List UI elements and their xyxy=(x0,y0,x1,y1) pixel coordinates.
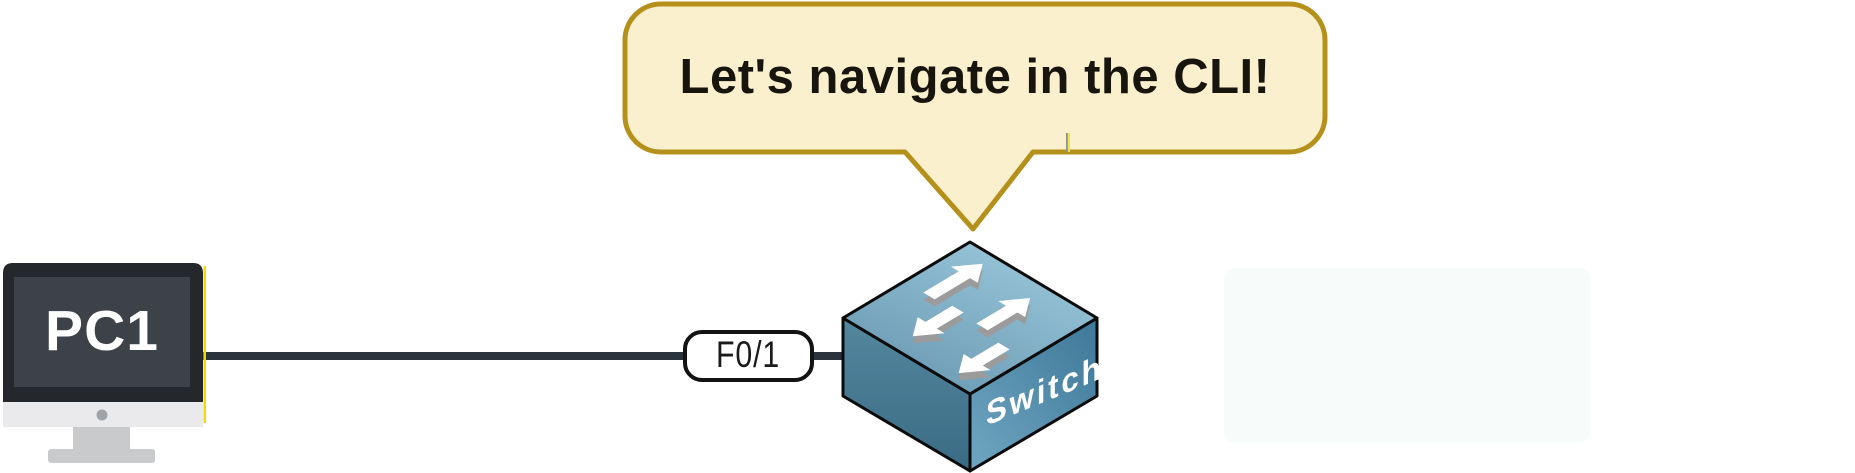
bubble-stray-mark xyxy=(1066,133,1070,152)
switch-top-face xyxy=(841,240,1099,396)
switch-icon xyxy=(841,240,1099,473)
speech-bubble-text: Let's navigate in the CLI! xyxy=(679,50,1271,104)
pc-label: PC1 xyxy=(45,299,159,363)
interface-label-text: F0/1 xyxy=(716,333,781,375)
interface-label: F0/1 xyxy=(685,331,812,378)
pc-stand-base xyxy=(48,449,155,463)
pc-camera-dot xyxy=(96,409,108,421)
faint-panel xyxy=(1224,268,1590,442)
interface-label-pill xyxy=(683,330,814,382)
pc-edge-glitch xyxy=(203,266,206,423)
pc-monitor-icon xyxy=(3,263,206,463)
pc-stand-neck xyxy=(73,427,130,451)
pc-screen xyxy=(14,277,190,387)
speech-bubble xyxy=(622,1,1328,232)
